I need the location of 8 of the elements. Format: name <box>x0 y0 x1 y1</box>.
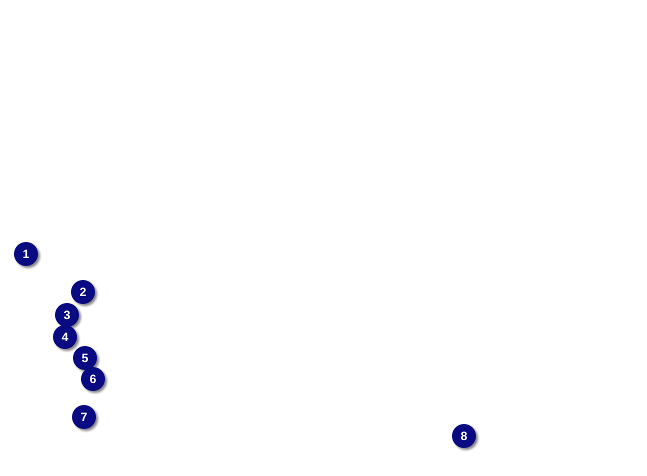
callout-number: 8 <box>452 424 476 448</box>
callout-number: 4 <box>53 325 77 349</box>
callout-number: 7 <box>72 405 96 429</box>
callout-number: 1 <box>14 242 38 266</box>
callout-number: 5 <box>73 346 97 370</box>
callout-number: 6 <box>81 367 105 391</box>
callout-number: 2 <box>71 280 95 304</box>
callout-number: 3 <box>55 303 79 327</box>
